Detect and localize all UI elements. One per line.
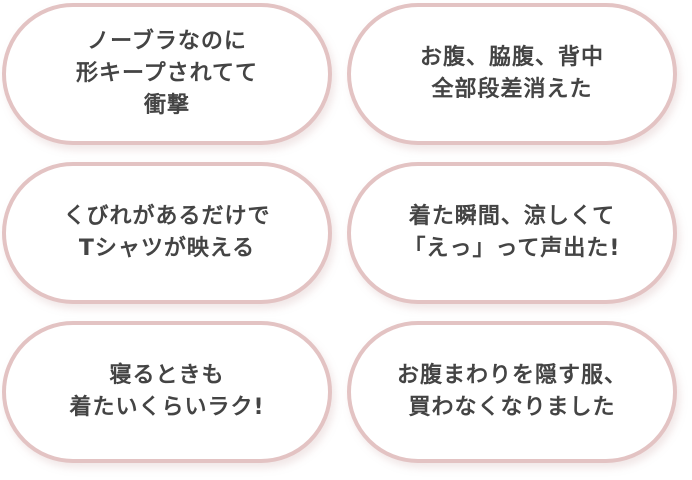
testimonial-text: 着た瞬間、涼しくて 「えっ」って声出た! — [403, 204, 621, 261]
testimonial-bubble: くびれがあるだけで Tシャツが映える — [2, 162, 332, 304]
testimonial-bubble: お腹、脇腹、背中 全部段差消えた — [347, 3, 677, 145]
testimonial-text: お腹まわりを隠す服、 買わなくなりました — [396, 363, 627, 420]
testimonial-text: 寝るときも 着たいくらいラク! — [69, 363, 265, 420]
testimonial-text: ノーブラなのに 形キープされてて 衝撃 — [75, 29, 259, 118]
testimonial-bubble: ノーブラなのに 形キープされてて 衝撃 — [2, 3, 332, 145]
testimonial-bubble: お腹まわりを隠す服、 買わなくなりました — [347, 321, 677, 463]
testimonial-text: お腹、脇腹、背中 全部段差消えた — [419, 45, 604, 102]
testimonial-text: くびれがあるだけで Tシャツが映える — [63, 204, 271, 261]
testimonial-bubble: 着た瞬間、涼しくて 「えっ」って声出た! — [347, 162, 677, 304]
testimonial-bubble: 寝るときも 着たいくらいラク! — [2, 321, 332, 463]
